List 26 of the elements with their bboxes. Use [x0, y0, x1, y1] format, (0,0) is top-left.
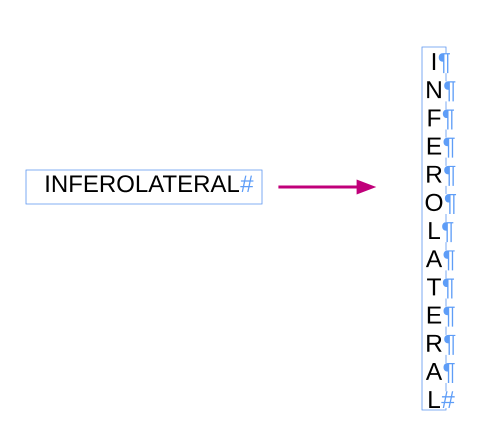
node-label: E	[428, 138, 442, 155]
formatting-mark: ¶	[442, 250, 456, 270]
node-label: L	[429, 391, 440, 408]
formatting-mark: ¶	[442, 306, 456, 327]
node-label: R	[427, 334, 442, 352]
node-label: N	[427, 81, 441, 98]
node-label: T	[427, 278, 441, 296]
formatting-mark: ¶	[443, 166, 456, 186]
formatting-mark: #	[441, 391, 455, 408]
formatting-mark: ¶	[443, 334, 456, 355]
node-label: F	[428, 109, 441, 126]
formatting-mark: ¶	[442, 363, 456, 384]
formatting-mark: ¶	[444, 194, 458, 214]
formatting-mark: ¶	[443, 81, 456, 102]
node-label: L	[429, 222, 440, 240]
node-label: R	[427, 166, 442, 183]
formatting-mark: ¶	[442, 278, 456, 298]
formatting-mark: #	[240, 176, 254, 192]
node-label: E	[428, 306, 442, 324]
node-label: O	[426, 194, 442, 212]
node-label: A	[426, 363, 442, 380]
formatting-mark: ¶	[442, 109, 456, 130]
node-label: I	[432, 53, 436, 70]
node-label: A	[426, 250, 442, 268]
formatting-mark: ¶	[442, 138, 456, 158]
formatting-mark: ¶	[441, 222, 454, 242]
